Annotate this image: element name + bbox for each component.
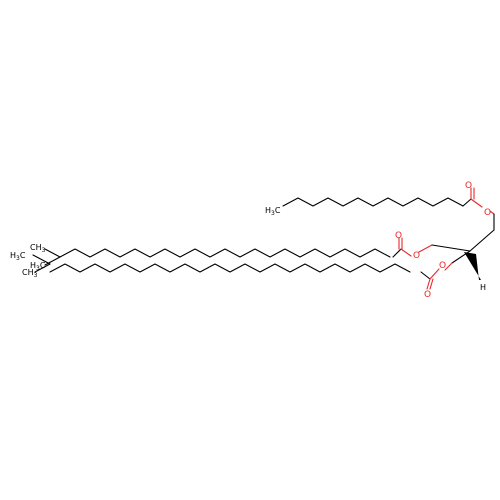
bottom-ester-bond <box>420 271 431 280</box>
top-ester-o-bond <box>470 198 483 208</box>
glycerol-ch-o-bond <box>451 250 471 264</box>
bottom-carbonyl-oxygen: O <box>424 290 431 300</box>
middle-ester-o-bond <box>400 248 412 257</box>
middle-methyl-bond-a <box>44 248 61 258</box>
bottom-ester-oxygen: O <box>439 261 446 271</box>
bottom-carbonyl-bond-a <box>426 278 431 290</box>
bottom-ester-o-bond <box>429 268 440 280</box>
bottom-methyl-bond <box>34 263 51 273</box>
glycerol-ch2-ch-bond <box>469 229 495 252</box>
top-carbonyl-oxygen: O <box>465 181 472 191</box>
bottom-methyl-label: CH3 <box>22 268 38 279</box>
middle-acyl-chain-bond <box>59 248 391 258</box>
middle-carbonyl-oxygen: O <box>395 231 402 241</box>
top-o-ch2-bond <box>489 210 495 215</box>
glycerol-ch2-mid-bond <box>431 244 471 252</box>
stereo-wedge-bond <box>464 252 481 280</box>
bottom-ch-o-bond <box>444 262 453 271</box>
middle-ester-oxygen: O <box>413 251 420 261</box>
bond-layer <box>32 187 495 290</box>
top-chain-methyl-label: H3C <box>265 206 281 217</box>
bottom-carbonyl-bond-b <box>429 278 434 290</box>
top-ester-bond <box>462 198 472 207</box>
middle-ester-bond <box>392 248 402 258</box>
middle-o-ch2-bond <box>418 244 433 253</box>
middle-methyl-label-lower: H3C <box>30 261 46 272</box>
top-ester-oxygen: O <box>484 208 491 218</box>
bottom-ethyl-label: H3C <box>10 251 26 262</box>
top-acyl-chain-bond <box>282 197 464 207</box>
bottom-acyl-chain-bond <box>49 263 411 273</box>
bottom-ethyl-bond <box>32 254 51 265</box>
stereo-hydrogen: H <box>480 283 486 292</box>
middle-methyl-bond-b <box>44 256 61 266</box>
middle-methyl-label-upper: CH3 <box>30 243 46 254</box>
